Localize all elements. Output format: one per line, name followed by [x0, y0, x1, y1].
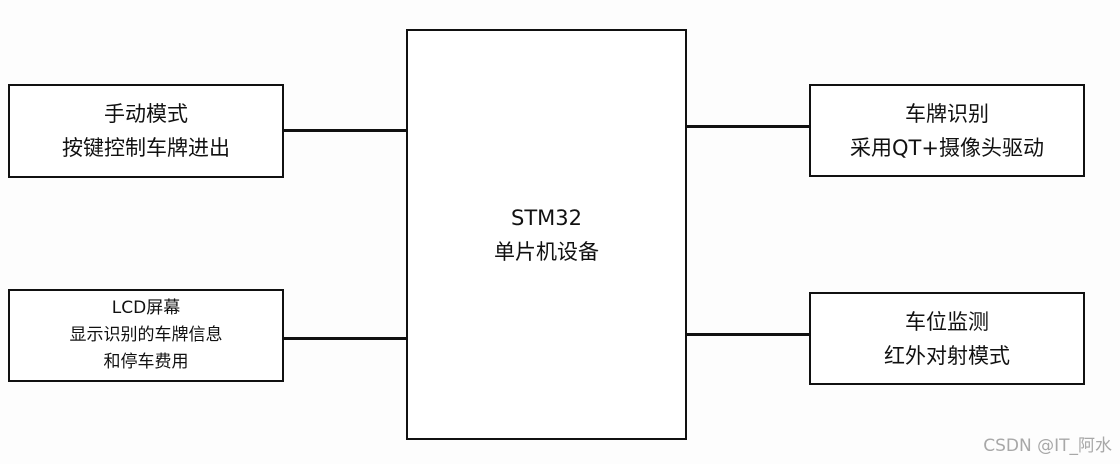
connector-plate-recognition [687, 125, 809, 128]
parking-detection-box: 车位监测 红外对射模式 [809, 292, 1085, 385]
parking-detection-desc: 红外对射模式 [884, 343, 1010, 368]
connector-manual-mode [284, 129, 406, 132]
plate-recognition-desc: 采用QT+摄像头驱动 [850, 135, 1044, 160]
lcd-screen-box: LCD屏幕 显示识别的车牌信息 和停车费用 [8, 289, 284, 382]
watermark: CSDN @IT_阿水 [983, 436, 1112, 456]
stm32-desc: 单片机设备 [494, 239, 599, 264]
connector-lcd-screen [284, 337, 406, 340]
manual-mode-desc: 按键控制车牌进出 [62, 136, 230, 160]
manual-mode-box: 手动模式 按键控制车牌进出 [8, 84, 284, 178]
lcd-screen-desc-1: 显示识别的车牌信息 [69, 325, 223, 345]
plate-recognition-box: 车牌识别 采用QT+摄像头驱动 [809, 84, 1085, 177]
manual-mode-title: 手动模式 [104, 102, 188, 126]
lcd-screen-desc-2: 和停车费用 [103, 352, 189, 372]
plate-recognition-title: 车牌识别 [905, 101, 989, 126]
connector-parking-detection [687, 333, 809, 336]
parking-detection-title: 车位监测 [905, 309, 989, 334]
lcd-screen-title: LCD屏幕 [111, 298, 181, 318]
stm32-title: STM32 [511, 205, 582, 230]
stm32-device-box: STM32 单片机设备 [406, 29, 687, 440]
